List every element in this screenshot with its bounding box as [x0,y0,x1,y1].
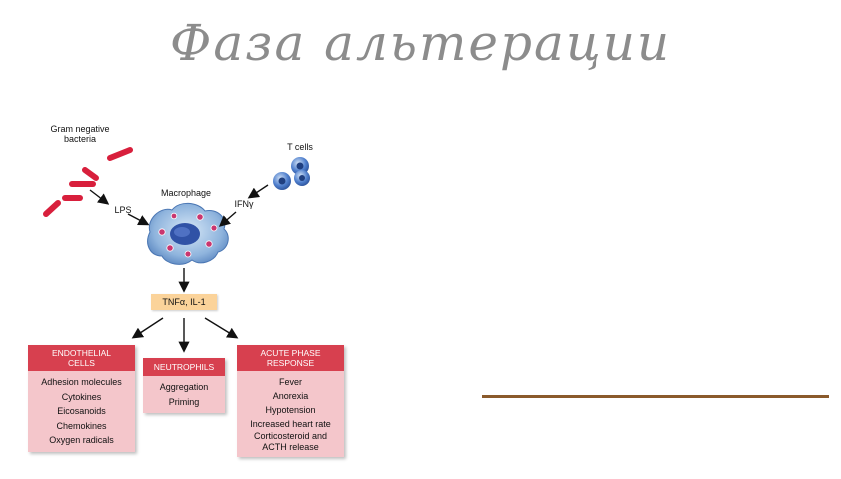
arrow-bacteria-lps [89,189,110,205]
arrow-to-acute-phase [204,317,239,339]
list-item: Fever [278,377,302,387]
bacteria-label-line1: Gram negative [50,124,110,134]
list-item: Priming [168,396,200,407]
endothelial-title-line1: ENDOTHELIAL [51,348,112,358]
acute-phase-list: Fever Anorexia Hypotension Increased hea… [237,371,344,457]
cytokine-box: TNFα, IL-1 [151,294,217,310]
list-item: Cytokines [61,391,102,402]
lps-label: LPS [114,205,132,215]
arrow-tcells-ifn [247,184,269,199]
ifn-gamma-label: IFNγ [234,199,254,209]
macrophage-label: Macrophage [160,188,212,198]
endothelial-cells-list: Adhesion molecules Cytokines Eicosanoids… [28,371,135,452]
bacteria-label: Gram negative bacteria [40,124,120,144]
decorative-rule [482,395,829,398]
acute-phase-header: ACUTE PHASE RESPONSE [237,345,344,371]
t-cells-label: T cells [287,142,313,152]
neutrophils-header: NEUTROPHILS [143,358,225,376]
list-item: Hypotension [265,405,316,415]
neutrophils-list: Aggregation Priming [143,376,225,413]
t-cells-icon [273,157,310,190]
bacteria-label-line2: bacteria [63,134,97,144]
list-item: Increased heart rate [250,419,331,429]
list-item: Eicosanoids [57,406,106,416]
slide-title: Фаза альтерации [169,14,672,72]
endothelial-title-line2: CELLS [68,358,95,368]
list-item: Adhesion molecules [41,377,122,387]
endothelial-cells-header: ENDOTHELIAL CELLS [28,345,135,371]
arrow-lps-macrophage [127,213,150,226]
acute-phase-response-box: ACUTE PHASE RESPONSE Fever Anorexia Hypo… [237,345,344,457]
macrophage-icon [147,202,229,265]
arrow-ifn-macrophage [218,211,237,227]
arrow-to-endothelial [131,317,164,339]
acute-phase-title-line2: RESPONSE [266,358,315,368]
neutrophils-box: NEUTROPHILS Aggregation Priming [143,358,225,413]
list-item: Aggregation [159,382,209,392]
list-item: ACTH release [262,442,319,452]
acute-phase-title-line1: ACUTE PHASE [260,348,321,358]
list-item: Oxygen radicals [49,435,114,445]
list-item: Chemokines [56,420,107,431]
list-item: Corticosteroid and [253,431,328,441]
endothelial-cells-box: ENDOTHELIAL CELLS Adhesion molecules Cyt… [28,345,135,452]
list-item: Anorexia [272,391,309,401]
bacteria-icon [43,147,133,217]
